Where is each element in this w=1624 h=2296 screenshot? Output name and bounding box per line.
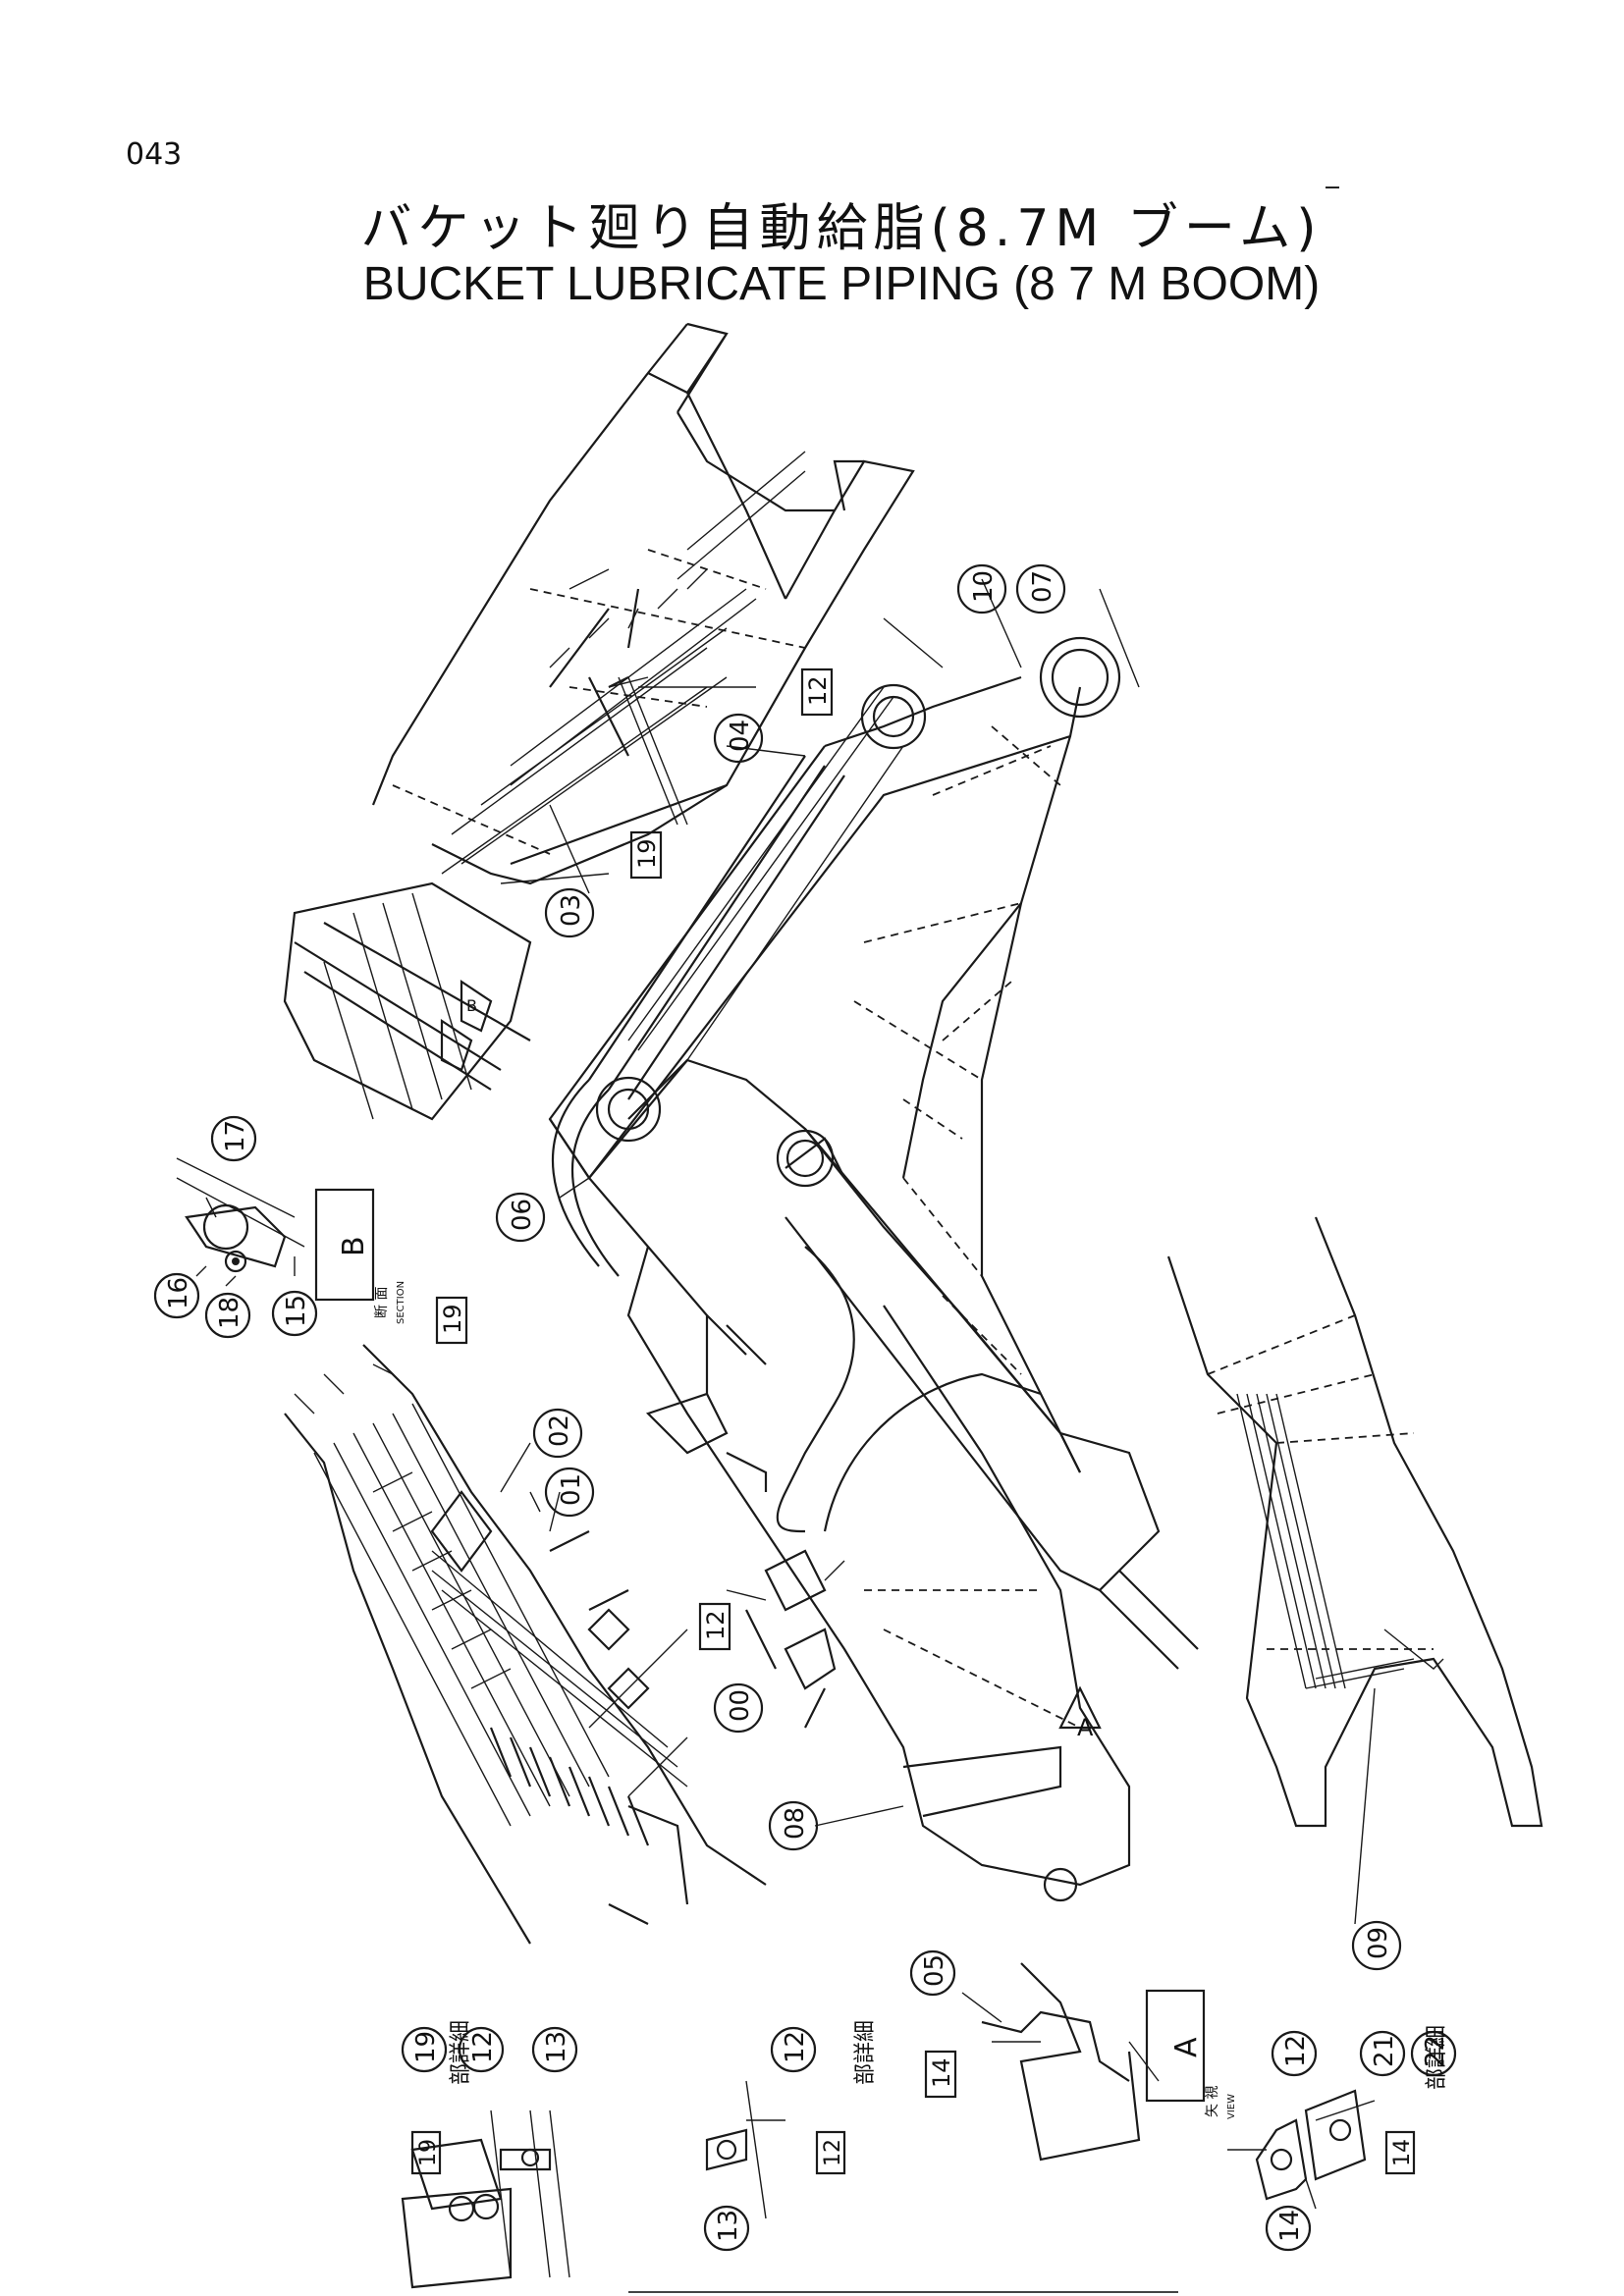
svg-text:09: 09 — [1364, 1927, 1393, 1959]
boxed-12-mid: 12 — [698, 1602, 731, 1651]
detail-label-19: 部詳細 — [449, 2020, 473, 2085]
piping-bundle-detail — [284, 1344, 767, 1945]
page-title-japanese: バケット廻り自動給脂(8.7M ブーム) — [360, 199, 1323, 258]
svg-text:12: 12 — [821, 2139, 845, 2166]
callout-07: 07 — [1015, 563, 1066, 614]
svg-text:19: 19 — [633, 838, 661, 869]
callout-04: 04 — [713, 713, 764, 764]
callout-16: 16 — [153, 1272, 200, 1319]
section-b-region: B — [283, 881, 532, 1121]
svg-text:13: 13 — [542, 2031, 571, 2063]
footer-rule — [628, 2291, 1178, 2293]
svg-text:14: 14 — [928, 2057, 955, 2088]
section-b-label: 断 面 SECTION B — [314, 1188, 406, 1324]
svg-text:18: 18 — [215, 1297, 244, 1329]
svg-text:19: 19 — [439, 1304, 466, 1334]
view-a-detail — [981, 1962, 1160, 2162]
callout-12-detail-c: 12 — [1271, 2030, 1318, 2077]
svg-text:07: 07 — [1028, 570, 1057, 603]
callout-18: 18 — [204, 1292, 251, 1339]
svg-text:16: 16 — [164, 1277, 193, 1309]
callouts: 07 10 04 03 06 17 16 18 15 02 01 00 08 0… — [153, 563, 1457, 2252]
callout-10: 10 — [956, 563, 1007, 614]
callout-13-detail-b: 13 — [703, 2205, 750, 2252]
svg-text:12: 12 — [781, 2031, 810, 2063]
arm-top-detail — [371, 322, 915, 885]
boom-foot-detail — [1166, 1216, 1543, 1828]
callout-05: 05 — [909, 1949, 956, 1997]
svg-text:05: 05 — [920, 1954, 949, 1987]
callout-14-detail: 14 — [1265, 2205, 1312, 2252]
svg-text:15: 15 — [282, 1295, 311, 1327]
arrow-b-label: B — [466, 996, 477, 1015]
svg-text:12: 12 — [804, 675, 832, 706]
svg-text:VIEW: VIEW — [1226, 2094, 1237, 2119]
main-boom: A — [548, 636, 1199, 1902]
callout-09: 09 — [1351, 1920, 1402, 1971]
callout-00: 00 — [713, 1682, 764, 1734]
svg-text:08: 08 — [781, 1807, 810, 1840]
detail-19 — [401, 2109, 570, 2289]
boxed-19-top: 19 — [629, 830, 663, 880]
callout-08: 08 — [768, 1800, 819, 1851]
svg-text:03: 03 — [557, 894, 586, 927]
svg-text:12: 12 — [1281, 2035, 1311, 2067]
svg-text:14: 14 — [1390, 2139, 1415, 2166]
detail-label-14: 部詳細 — [1425, 2025, 1449, 2090]
svg-text:02: 02 — [545, 1415, 574, 1447]
boxed-12-detail: 12 — [815, 2130, 846, 2175]
svg-text:00: 00 — [726, 1689, 755, 1722]
callout-21: 21 — [1359, 2030, 1406, 2077]
svg-text:01: 01 — [557, 1473, 586, 1506]
svg-text:12: 12 — [468, 2031, 498, 2063]
detail-label-12: 部詳細 — [853, 2020, 878, 2085]
callout-12-detail-a: 12 — [458, 2026, 505, 2073]
svg-text:B: B — [337, 1236, 371, 1256]
section-b-detail — [176, 1157, 305, 1273]
callout-22: 22 — [1410, 2030, 1457, 2077]
boxed-19-mid: 19 — [435, 1296, 468, 1345]
view-a-label: 矢 視 VIEW A — [1145, 1989, 1237, 2119]
callout-13-detail-a: 13 — [531, 2026, 578, 2073]
callout-12-detail-b: 12 — [770, 2026, 817, 2073]
svg-text:断 面: 断 面 — [374, 1287, 390, 1318]
svg-text:21: 21 — [1370, 2035, 1399, 2067]
callout-06: 06 — [495, 1192, 546, 1243]
arrow-a-label: A — [1077, 1714, 1094, 1741]
callout-02: 02 — [532, 1408, 583, 1459]
title-mark — [1326, 187, 1339, 188]
boxed-19-detail: 19 — [410, 2130, 442, 2175]
boxed-14-detail: 14 — [1384, 2130, 1416, 2175]
svg-text:17: 17 — [221, 1120, 250, 1152]
svg-text:22: 22 — [1421, 2035, 1450, 2067]
callout-17: 17 — [210, 1115, 257, 1162]
svg-text:14: 14 — [1275, 2210, 1305, 2242]
svg-text:12: 12 — [702, 1610, 730, 1640]
callout-03: 03 — [544, 887, 595, 938]
svg-text:矢 視: 矢 視 — [1205, 2086, 1220, 2117]
detail-14 — [1227, 2089, 1376, 2210]
boxed-12-top: 12 — [800, 667, 834, 717]
svg-text:19: 19 — [411, 2031, 441, 2063]
callout-01: 01 — [544, 1467, 595, 1518]
svg-text:04: 04 — [726, 720, 755, 752]
svg-text:10: 10 — [969, 570, 999, 603]
svg-text:SECTION: SECTION — [396, 1281, 406, 1324]
detail-12 — [705, 2080, 785, 2219]
page-title-english: BUCKET LUBRICATE PIPING (8 7 M BOOM) — [362, 258, 1321, 310]
svg-text:13: 13 — [714, 2210, 743, 2242]
callout-15: 15 — [271, 1290, 318, 1337]
svg-text:19: 19 — [416, 2139, 441, 2166]
svg-text:A: A — [1169, 2037, 1204, 2057]
boxed-14-view: 14 — [924, 2050, 957, 2099]
page-number: 043 — [126, 137, 183, 172]
svg-text:06: 06 — [508, 1199, 537, 1231]
boxed-labels: 12 19 19 12 14 19 12 14 部詳細 部詳細 部詳細 断 面 … — [314, 667, 1449, 2175]
callout-19-detail: 19 — [401, 2026, 448, 2073]
